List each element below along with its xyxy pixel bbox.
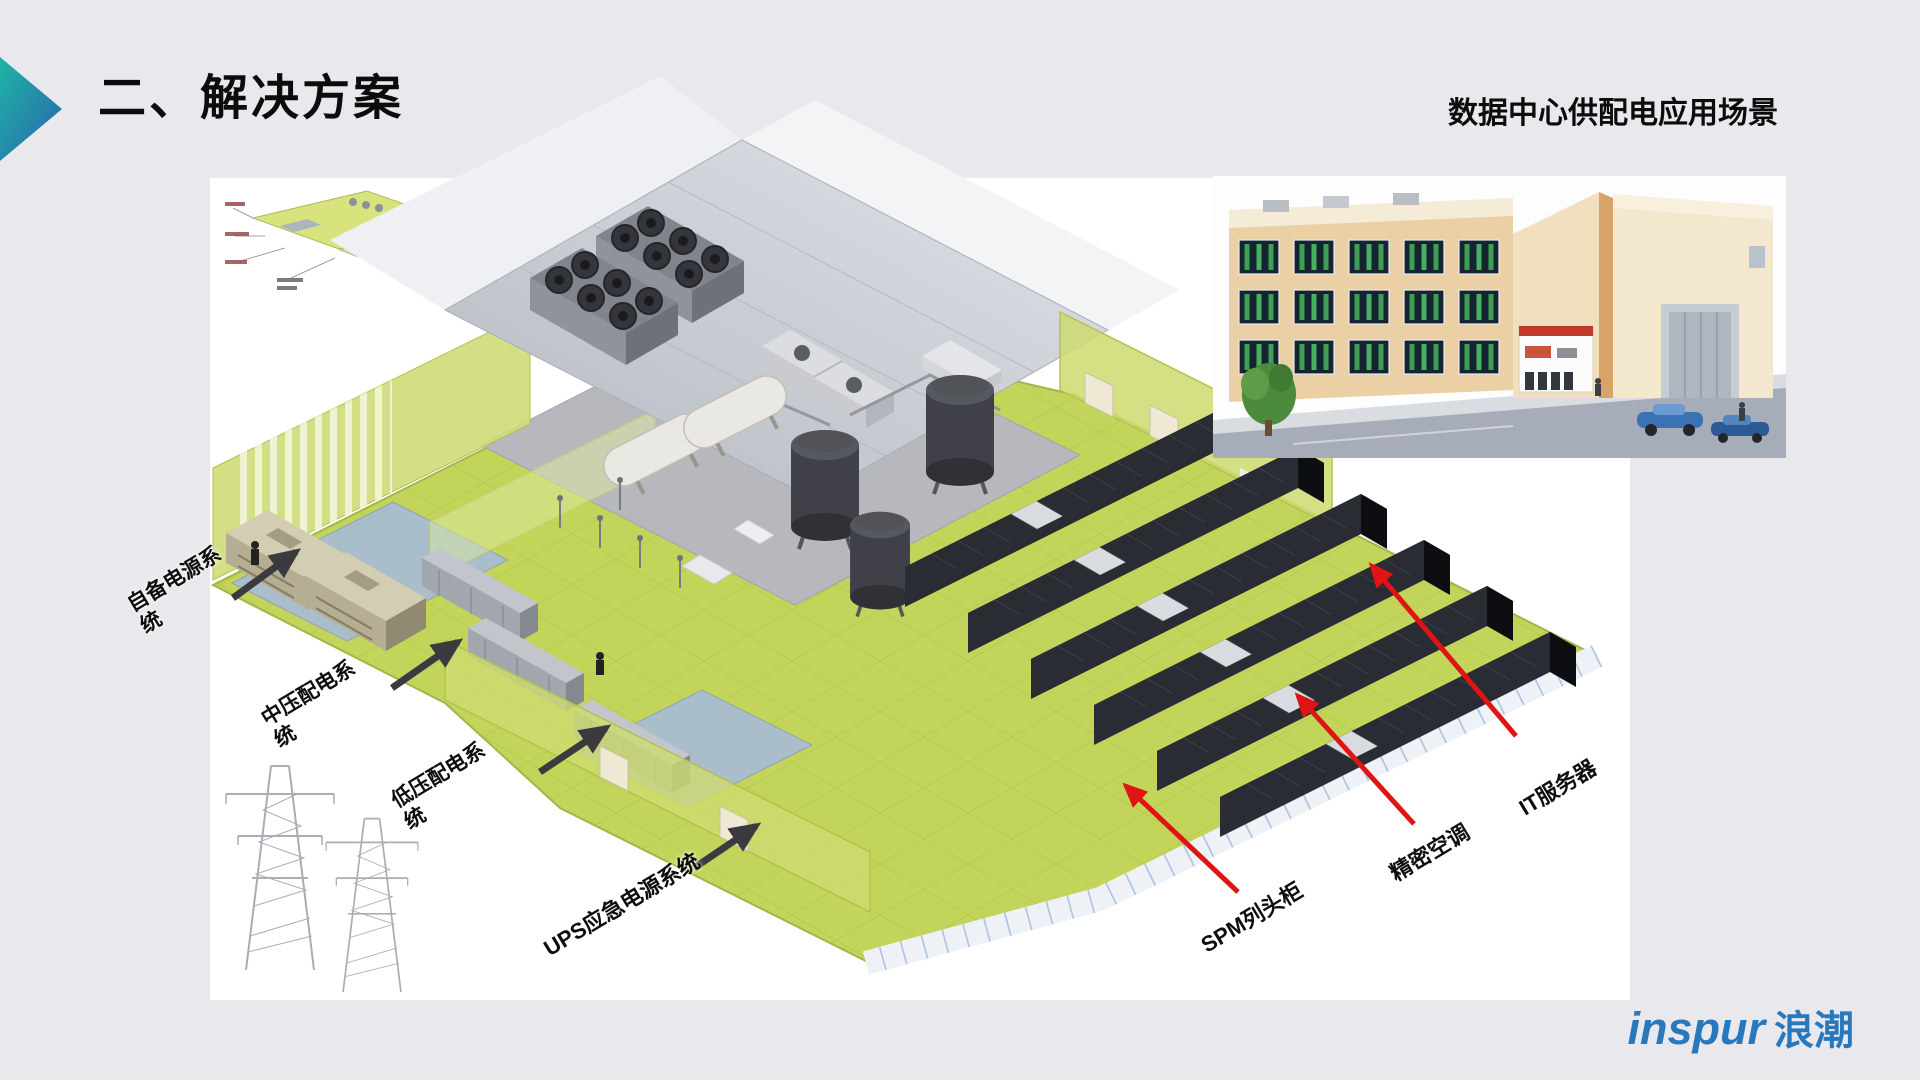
building-left-block: [1229, 193, 1513, 402]
slide-title: 二、解决方案: [98, 72, 405, 125]
storage-tanks: [557, 367, 1001, 619]
backdrop-plane-right: [742, 100, 1180, 330]
cars: [1637, 404, 1769, 443]
building-inset: [1213, 176, 1786, 458]
tile-apron: [862, 645, 1603, 975]
building-entrance-block: [1613, 194, 1773, 398]
logo-cn-text: 浪潮: [1774, 1009, 1854, 1053]
tree: [1241, 363, 1296, 436]
inspur-logo: inspur 浪潮: [1627, 998, 1854, 1056]
backdrop-plane-left: [330, 76, 742, 310]
logo-wordmark: inspur: [1627, 1003, 1765, 1054]
building-tower: [1513, 192, 1613, 398]
generators: [225, 509, 604, 675]
red-callout-arrows: [1122, 562, 1518, 894]
building-inset-illustration: [1213, 176, 1786, 458]
slide-subtitle: 数据中心供配电应用场景: [1448, 97, 1778, 130]
title-chevron-icon: [0, 57, 62, 161]
pedestrians: [1595, 378, 1745, 421]
annotation-arrows: [230, 548, 762, 871]
